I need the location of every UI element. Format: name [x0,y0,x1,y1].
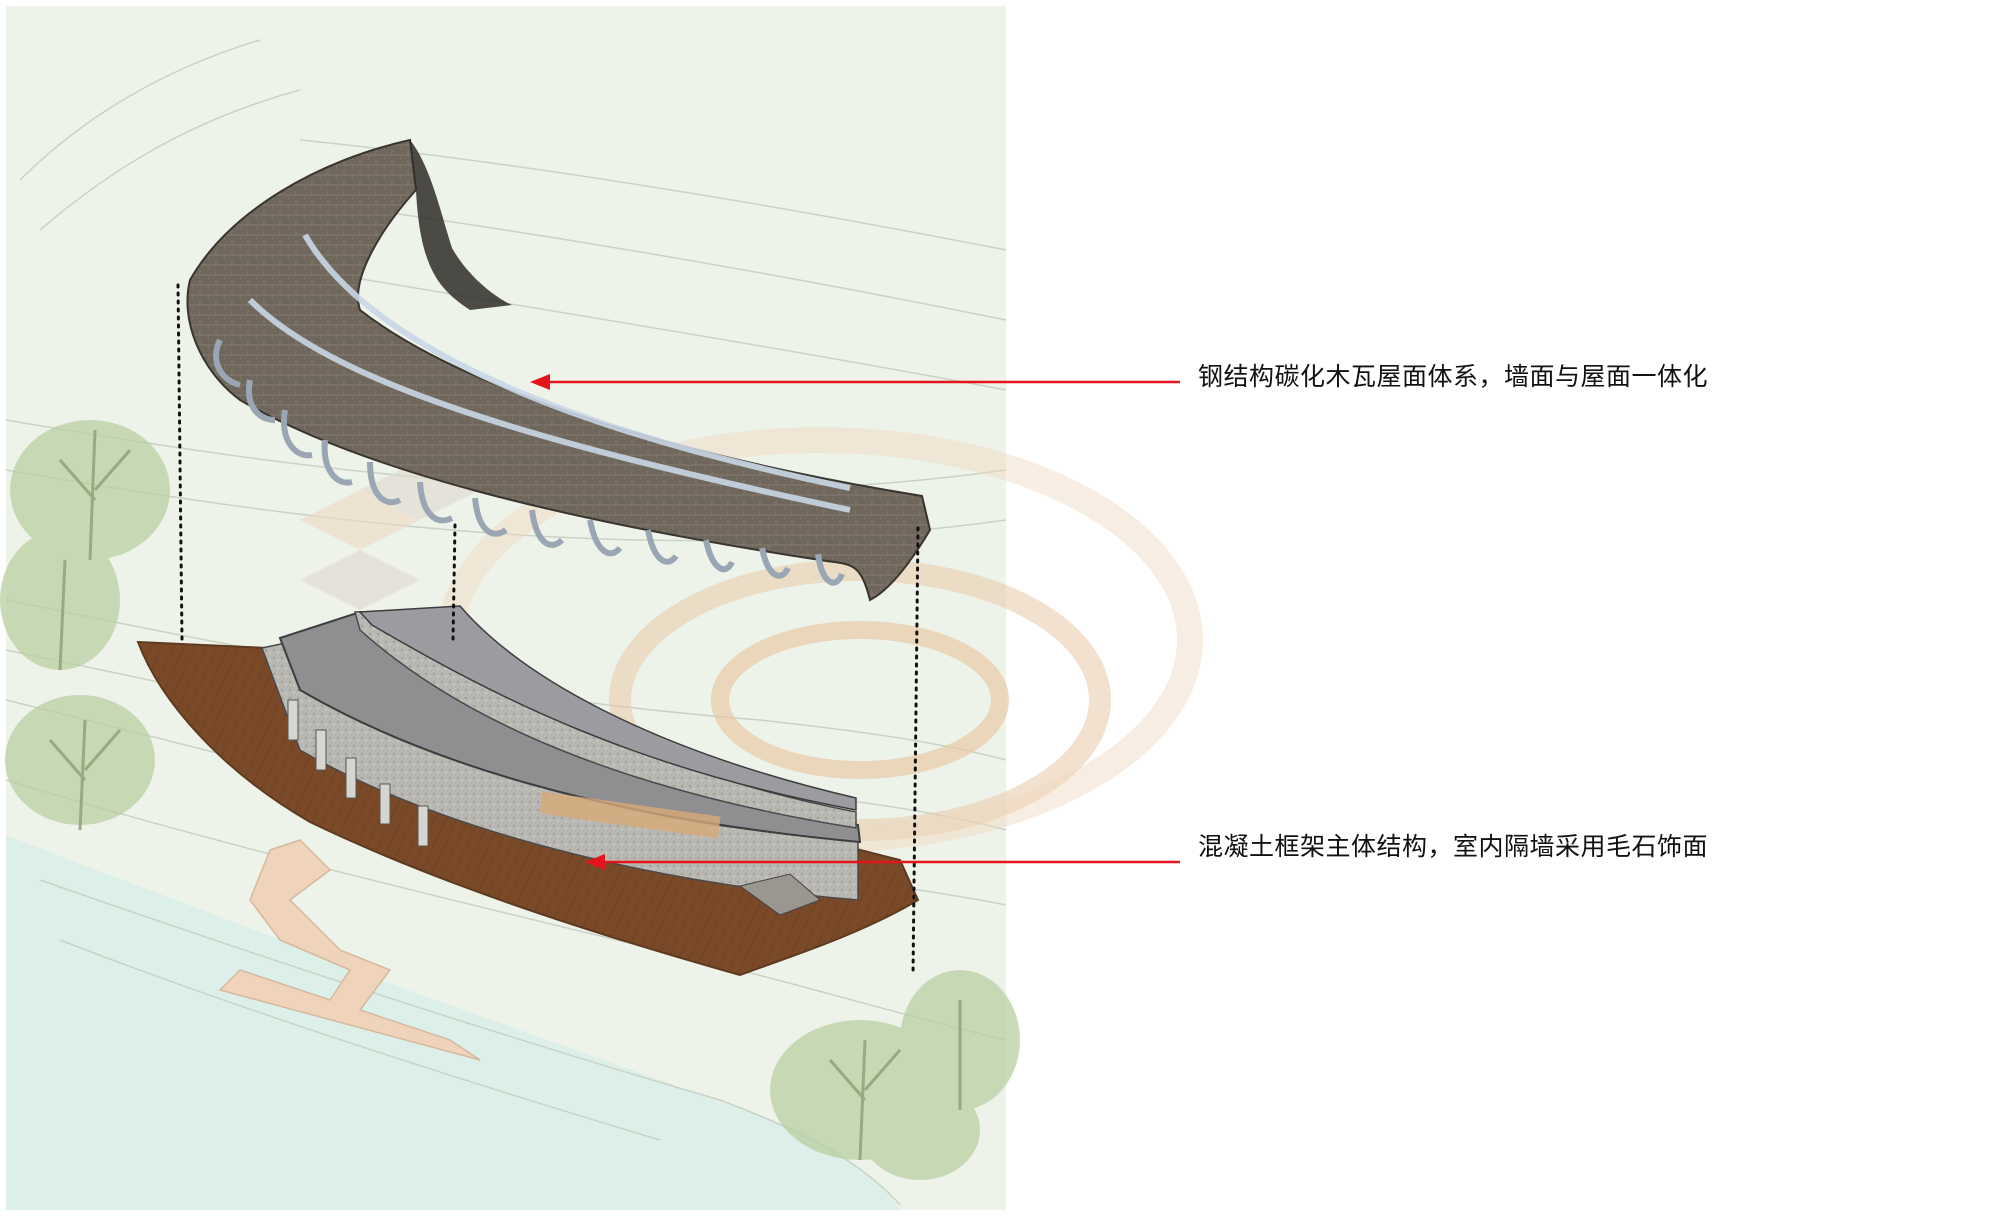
tree-trunks [48,429,962,1161]
site-context [0,6,1203,1210]
frame-stair [738,873,821,916]
red-arrowhead [530,374,550,390]
red-arrowhead [585,854,605,870]
trees [0,420,1020,1180]
frame-glazing [539,791,721,839]
concrete-frame-structure [260,605,862,916]
lake-water [6,835,900,1210]
frame-columns [287,699,429,847]
roof-steel-ribs [213,338,845,586]
lakeside-walkway [218,839,481,1061]
timber-tile-roof [186,138,932,602]
roof-skylight-strips [247,233,851,513]
roof-annotation: 钢结构碳化木瓦屋面体系，墙面与屋面一体化 [1198,362,1709,391]
dotted-guide-lines [176,283,920,977]
frame-upper-slab [358,605,857,811]
leader-lines [530,374,1180,870]
frame-annotation: 混凝土框架主体结构，室内隔墙采用毛石饰面 [1198,832,1709,861]
roof-side-fold [410,140,512,310]
